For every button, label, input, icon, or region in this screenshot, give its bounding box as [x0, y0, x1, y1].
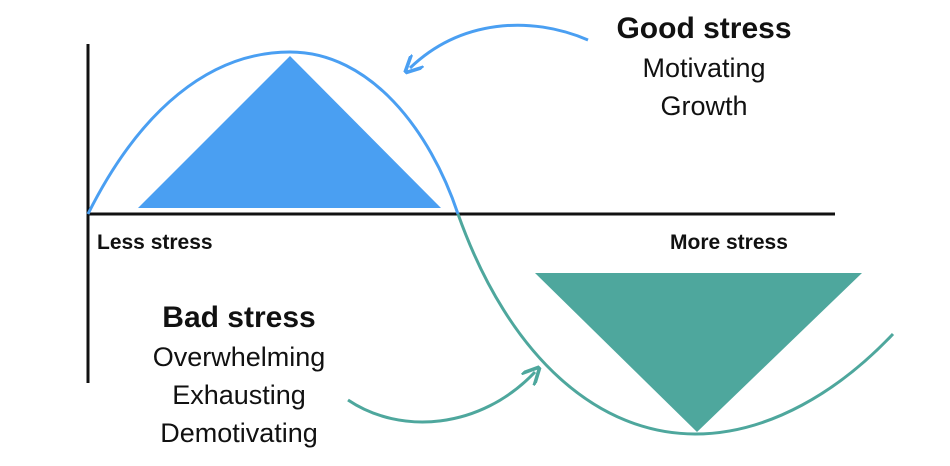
- good-stress-block: Good stress Motivating Growth: [598, 14, 810, 131]
- bad-stress-item: Overwhelming: [152, 342, 326, 372]
- good-stress-item: Motivating: [642, 53, 766, 83]
- bad-stress-triangle: [535, 273, 862, 432]
- bad-stress-item: Demotivating: [160, 418, 318, 448]
- good-stress-triangle: [138, 56, 441, 208]
- axis-label-more-stress: More stress: [670, 231, 788, 254]
- axis-label-less-stress: Less stress: [97, 231, 213, 254]
- bad-stress-item: Exhausting: [172, 380, 306, 410]
- good-stress-title: Good stress: [616, 12, 792, 45]
- bad-stress-title: Bad stress: [162, 301, 316, 334]
- bad-stress-arrow: [347, 372, 535, 424]
- good-stress-curve: [86, 50, 460, 215]
- bad-stress-curve: [456, 213, 895, 436]
- good-stress-arrow: [410, 23, 589, 68]
- good-stress-item: Growth: [660, 91, 748, 121]
- bad-stress-block: Bad stress Overwhelming Exhausting Demot…: [128, 303, 350, 458]
